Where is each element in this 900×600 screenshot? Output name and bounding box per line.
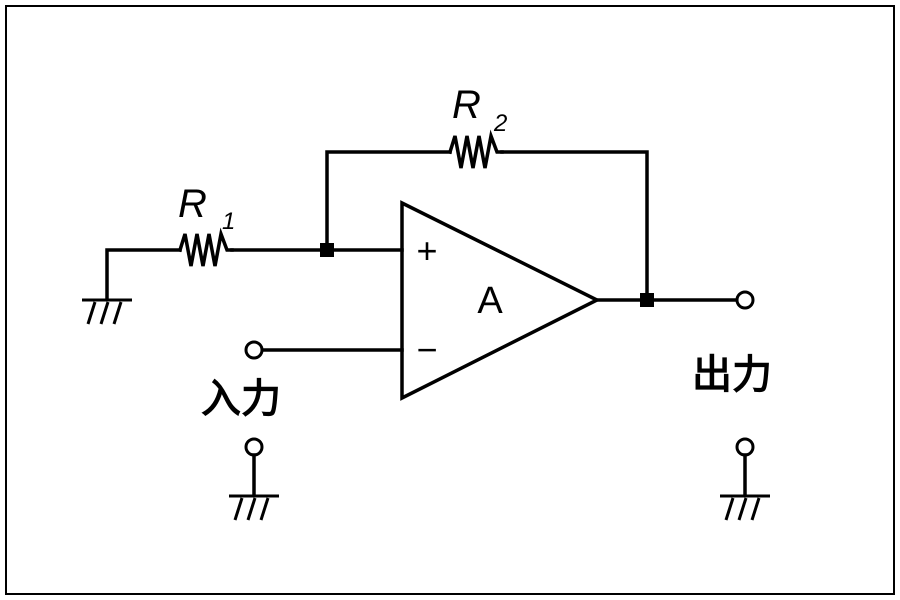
output-label: 出力 [692, 352, 772, 398]
wire-feedback-left [325, 150, 452, 252]
diagram-frame [5, 5, 895, 595]
r2-label-subscript: 2 [493, 110, 507, 137]
input-label: 入力 [201, 376, 281, 422]
resistor-r2-symbol [447, 129, 504, 169]
op-amp-triangle [400, 200, 601, 401]
junction-node-input [320, 243, 334, 257]
minus-input-sign: − [416, 329, 437, 370]
output-ground-terminal [720, 437, 770, 521]
wire-feedback-right [500, 150, 649, 302]
input-ground-terminal [229, 437, 279, 521]
output-terminal [735, 290, 755, 310]
input-terminal [244, 340, 264, 360]
ground-symbol-r1 [82, 298, 132, 325]
amplifier-label: A [477, 280, 503, 322]
r1-label-letter: R [178, 182, 207, 226]
plus-input-sign: + [416, 230, 437, 271]
resistor-r1-symbol [177, 227, 234, 267]
r1-label-subscript: 1 [222, 208, 235, 235]
wire-ground-to-r1 [105, 248, 182, 300]
r2-label-letter: R [452, 83, 481, 127]
